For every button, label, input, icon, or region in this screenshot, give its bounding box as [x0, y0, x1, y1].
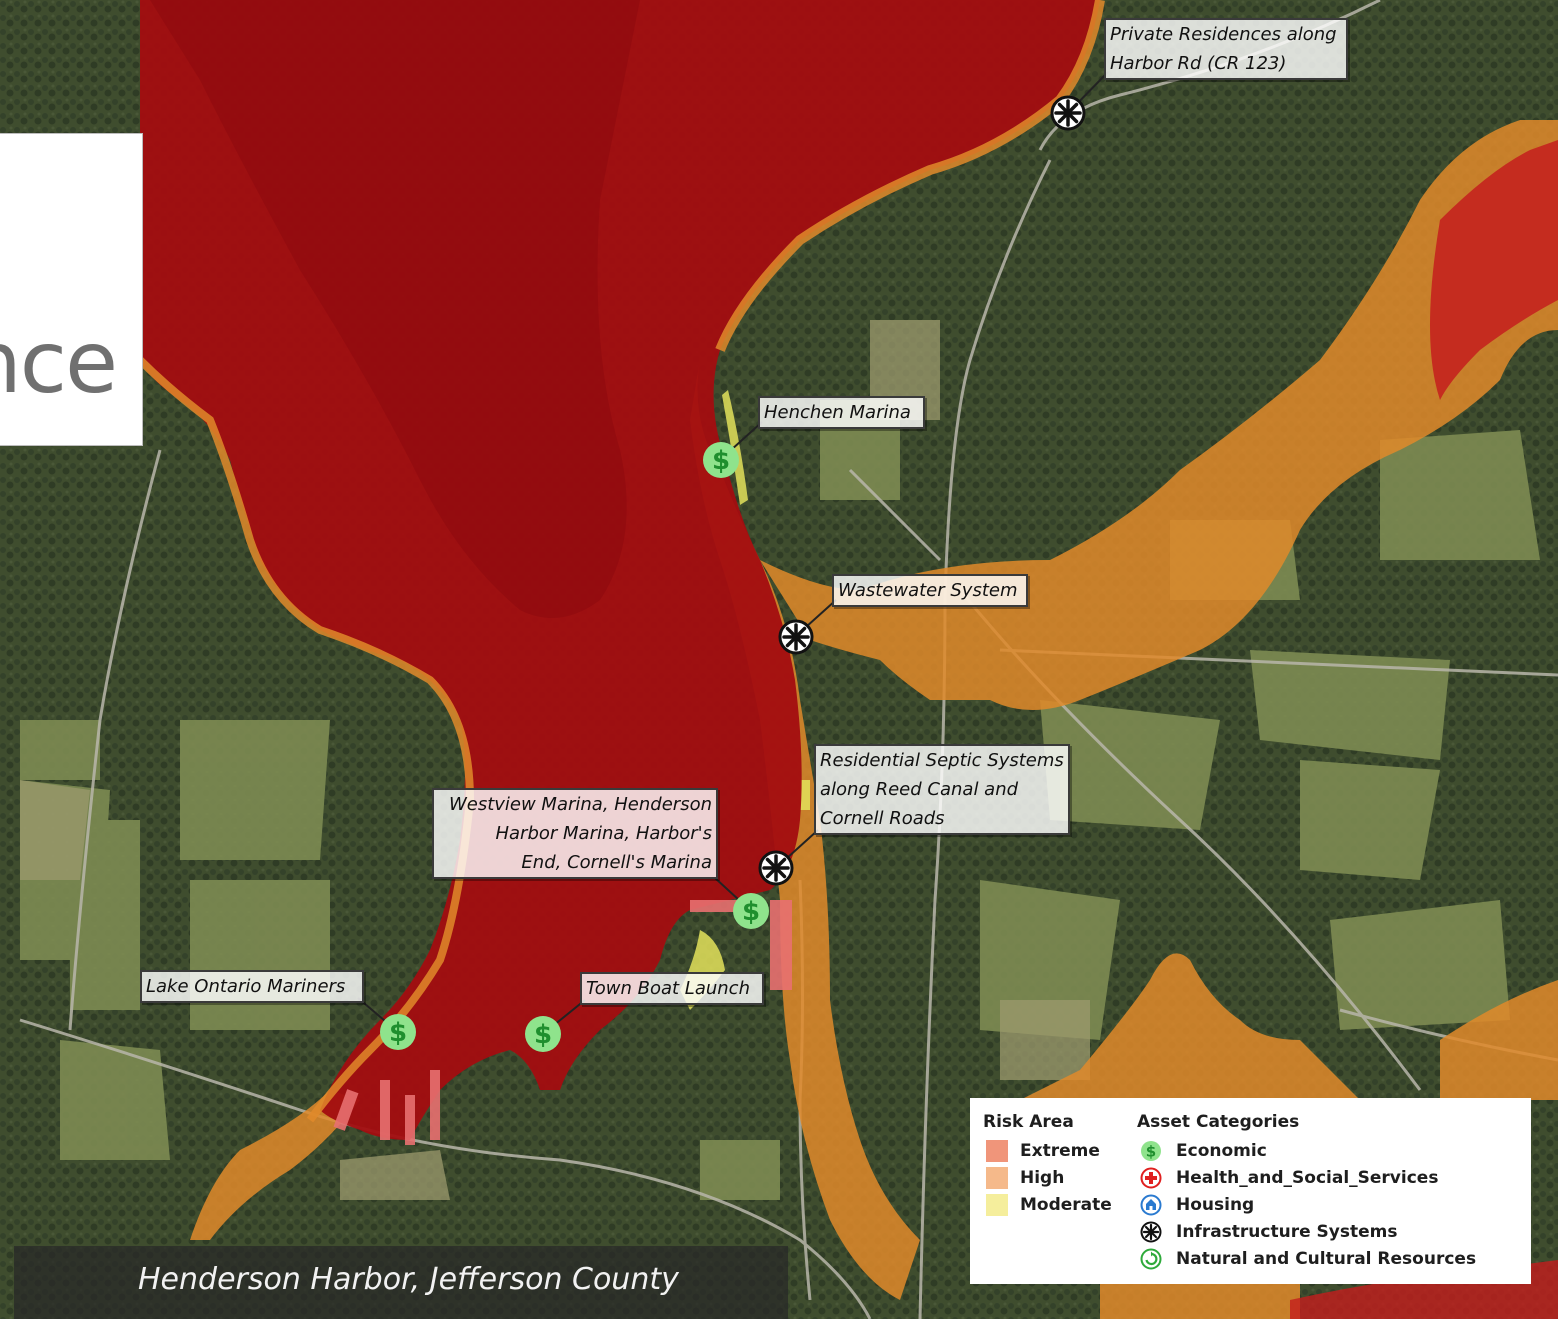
- dollar-icon: $: [733, 893, 769, 929]
- red-cross-icon: [1140, 1167, 1162, 1189]
- legend-label: Moderate: [1020, 1195, 1112, 1215]
- map-caption-bar: Henderson Harbor, Jefferson County: [14, 1246, 788, 1319]
- legend-asset-health: Health_and_Social_Services: [1140, 1167, 1438, 1189]
- legend-label: High: [1020, 1168, 1065, 1188]
- legend-label: Housing: [1176, 1195, 1255, 1215]
- legend-risk-moderate: Moderate: [986, 1194, 1112, 1216]
- legend-label: Health_and_Social_Services: [1176, 1168, 1439, 1188]
- callout-line: Henchen Marina: [764, 402, 911, 423]
- asterisk-gear-icon: [1050, 95, 1086, 131]
- shoreline-west: [137, 357, 475, 1123]
- map-caption: Henderson Harbor, Jefferson County: [138, 1262, 679, 1297]
- callout-line: Westview Marina, Henderson: [448, 794, 712, 815]
- legend-label: Natural and Cultural Resources: [1176, 1249, 1477, 1269]
- marina-docks: [333, 900, 792, 1145]
- callout-line: along Reed Canal and: [820, 779, 1019, 800]
- callout-town-boat-launch: Town Boat Launch: [580, 972, 764, 1005]
- economic-marker-henchen[interactable]: $: [702, 441, 740, 479]
- legend-label: Economic: [1176, 1141, 1267, 1161]
- svg-text:$: $: [1146, 1143, 1156, 1161]
- legend-risk-extreme: Extreme: [986, 1140, 1100, 1162]
- legend-label: Extreme: [1020, 1141, 1100, 1161]
- legend-label: Infrastructure Systems: [1176, 1222, 1398, 1242]
- asterisk-gear-icon: [778, 619, 814, 655]
- house-icon: [1140, 1194, 1162, 1216]
- callout-line: Wastewater System: [838, 580, 1018, 601]
- svg-text:$: $: [534, 1020, 552, 1050]
- bare-fields: [20, 320, 1090, 1200]
- svg-text:$: $: [389, 1018, 407, 1048]
- infrastructure-marker-harbor-rd[interactable]: [1050, 95, 1086, 131]
- callout-line: Cornell Roads: [820, 808, 945, 829]
- legend-asset-housing: Housing: [1140, 1194, 1254, 1216]
- extreme-risk-east: [1430, 140, 1558, 400]
- asterisk-gear-icon: [1140, 1221, 1162, 1243]
- recycle-leaf-icon: [1140, 1248, 1162, 1270]
- callout-wastewater-system: Wastewater System: [832, 574, 1028, 607]
- svg-text:$: $: [712, 446, 730, 476]
- legend-asset-infrastructure: Infrastructure Systems: [1140, 1221, 1397, 1243]
- economic-marker-westview[interactable]: $: [732, 892, 770, 930]
- dollar-icon: $: [703, 442, 739, 478]
- callout-henchen-marina: Henchen Marina: [758, 396, 925, 429]
- moderate-swatch: [986, 1194, 1008, 1216]
- callout-septic-systems: Residential Septic Systems along Reed Ca…: [814, 744, 1070, 835]
- callout-line: Residential Septic Systems: [820, 750, 1064, 771]
- callout-line: Town Boat Launch: [586, 978, 750, 999]
- legend-asset-economic: $ Economic: [1140, 1140, 1267, 1162]
- dollar-icon: $: [525, 1016, 561, 1052]
- harbor-deep-water: [150, 0, 640, 618]
- callout-line: Lake Ontario Mariners: [146, 976, 346, 997]
- dollar-icon: $: [380, 1014, 416, 1050]
- infrastructure-marker-septic[interactable]: [758, 850, 794, 886]
- infrastructure-marker-wastewater[interactable]: [778, 619, 814, 655]
- extreme-swatch: [986, 1140, 1008, 1162]
- asset-categories-heading: Asset Categories: [1137, 1112, 1300, 1132]
- economic-marker-town-boat[interactable]: $: [524, 1015, 562, 1053]
- title-panel: nce: [0, 133, 143, 446]
- callout-line: End, Cornell's Marina: [521, 852, 712, 873]
- high-swatch: [986, 1167, 1008, 1189]
- legend-risk-high: High: [986, 1167, 1064, 1189]
- title-fragment: nce: [0, 313, 118, 413]
- callout-lake-ontario-mariners: Lake Ontario Mariners: [140, 970, 364, 1003]
- shoreline-east: [715, 0, 1105, 352]
- map-legend: Risk Area Asset Categories Extreme High …: [970, 1098, 1531, 1284]
- callout-line: Harbor Marina, Harbor's: [495, 823, 712, 844]
- legend-asset-natural: Natural and Cultural Resources: [1140, 1248, 1476, 1270]
- economic-marker-lake-ontario[interactable]: $: [379, 1013, 417, 1051]
- callout-private-residences: Private Residences along Harbor Rd (CR 1…: [1104, 18, 1348, 80]
- callout-line: Private Residences along: [1110, 24, 1337, 45]
- risk-area-heading: Risk Area: [983, 1112, 1074, 1132]
- callout-westview-marina: Westview Marina, Henderson Harbor Marina…: [432, 788, 718, 879]
- callout-line: Harbor Rd (CR 123): [1110, 53, 1287, 74]
- svg-text:$: $: [742, 897, 760, 927]
- asterisk-gear-icon: [758, 850, 794, 886]
- dollar-icon: $: [1141, 1141, 1161, 1161]
